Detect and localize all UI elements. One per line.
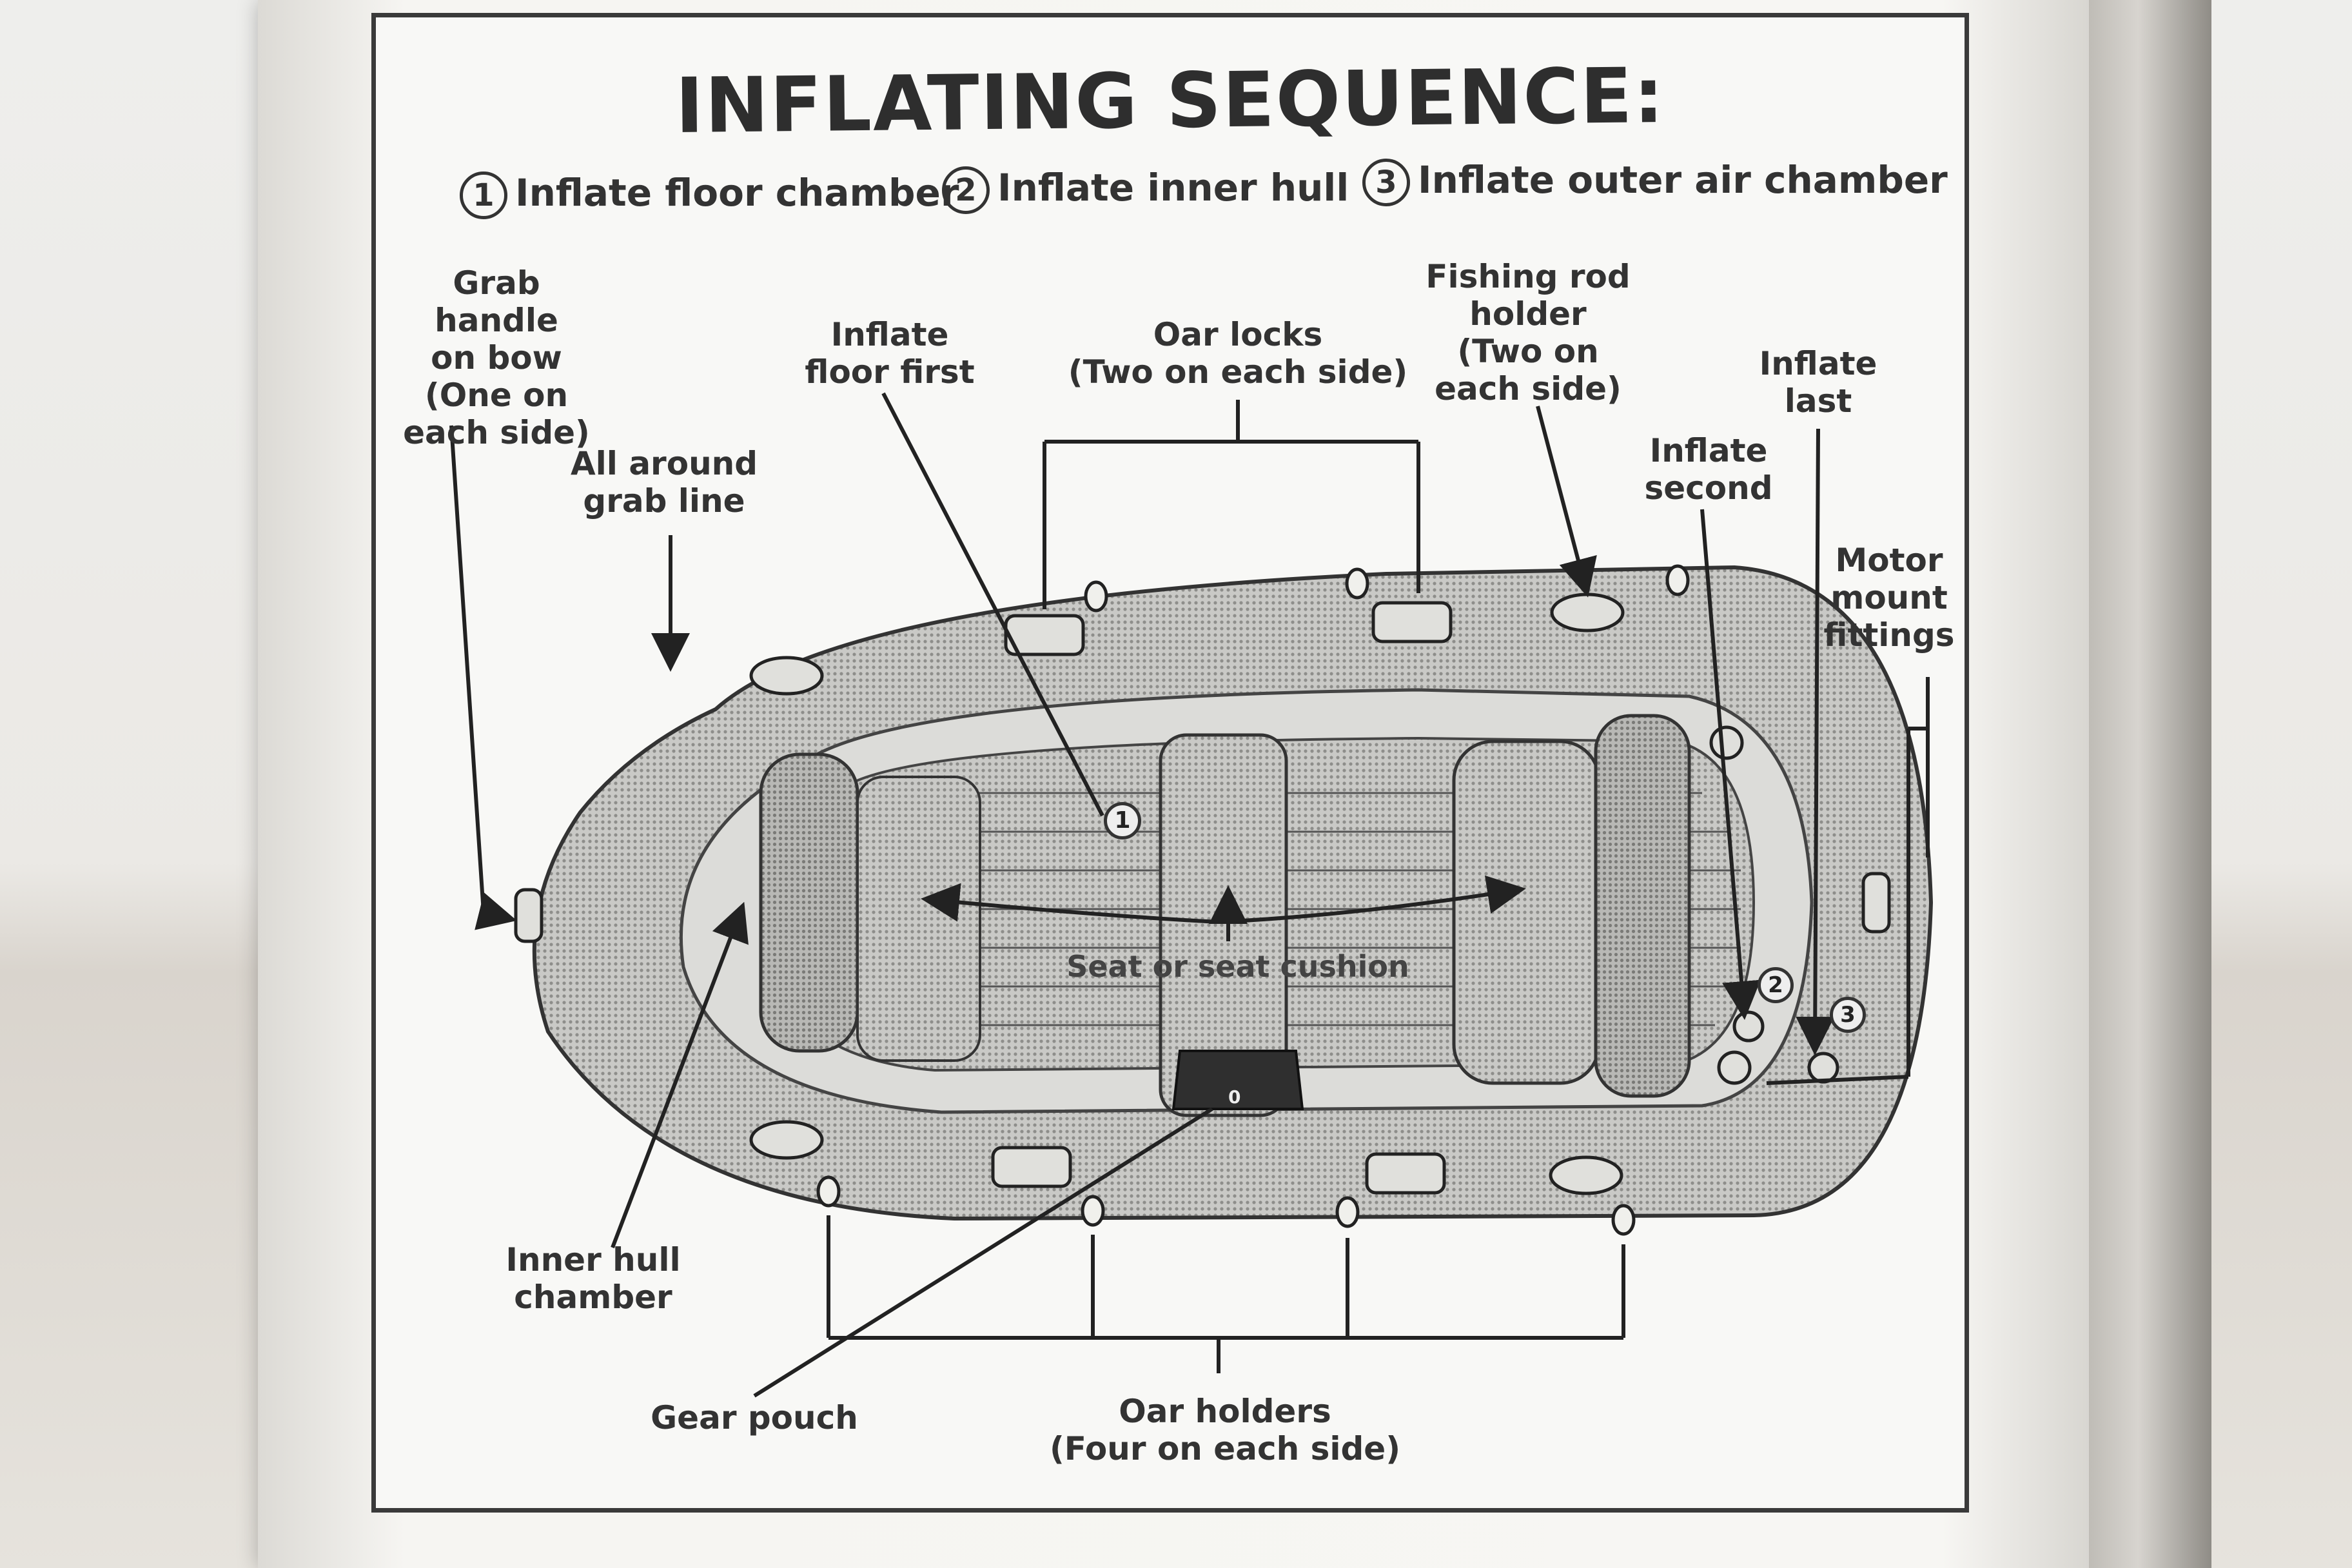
label-inflate-second: Inflate second [1644,432,1773,507]
middle-seat [1159,733,1288,1117]
front-seat-back [856,776,981,1062]
label-oar-locks: Oar locks (Two on each side) [1068,316,1408,391]
label-oar-holders: Oar holders (Four on each side) [1049,1393,1401,1467]
label-seat: Seat or seat cushion [1066,949,1409,984]
inflate-last-leader [1796,428,1835,1055]
floor-first-leader [881,392,1104,817]
step-text-1: Inflate floor chamber [515,171,959,215]
oar-locks-bracket [1043,400,1420,609]
gear-pouch [1171,1050,1304,1110]
label-inner-hull: Inner hull chamber [505,1241,681,1316]
label-grab-handle: Grab handle on bow (One on each side) [403,264,590,451]
oar-holders-bracket [827,1215,1625,1373]
marker-inner-2: 2 [1758,967,1794,1003]
step-number-1: 1 [460,171,507,219]
inner-hull-leader [611,901,749,1249]
step-number-2: 2 [942,166,990,214]
label-motor-mount: Motor mount fittings [1823,542,1955,654]
seat-arrow-right [1218,875,1526,924]
seat-arrow-left [921,883,1219,924]
label-floor-first: Inflate floor first [805,316,975,391]
rod-holder-leader [1536,406,1597,598]
step-text-2: Inflate inner hull [997,166,1349,210]
rod-holders [749,593,1625,1195]
marker-outer-3: 3 [1830,997,1866,1033]
step-number-3: 3 [1362,158,1410,206]
label-grab-line: All around grab line [570,445,758,520]
grab-handle-leader [449,425,517,930]
oar-holders [816,564,1690,1236]
oar-locks [991,601,1453,1195]
rear-seat [1452,740,1601,1085]
stern-handle [1861,872,1891,934]
gear-pouch-marker: 0 [1228,1086,1241,1108]
label-gear-pouch: Gear pouch [651,1399,858,1436]
marker-floor-1: 1 [1104,802,1141,839]
front-seat [759,752,859,1053]
bow-grab-handle [514,888,544,943]
label-rod-holder: Fishing rod holder (Two on each side) [1426,258,1631,407]
inflate-second-leader [1700,509,1761,1020]
rear-seat-back [1594,714,1691,1098]
step-text-3: Inflate outer air chamber [1418,158,1948,202]
label-inflate-last: Inflate last [1759,345,1877,420]
motor-mount-bracket [1766,677,1930,1085]
box-side-edge [2089,0,2211,1568]
gear-pouch-leader [753,1107,1213,1398]
